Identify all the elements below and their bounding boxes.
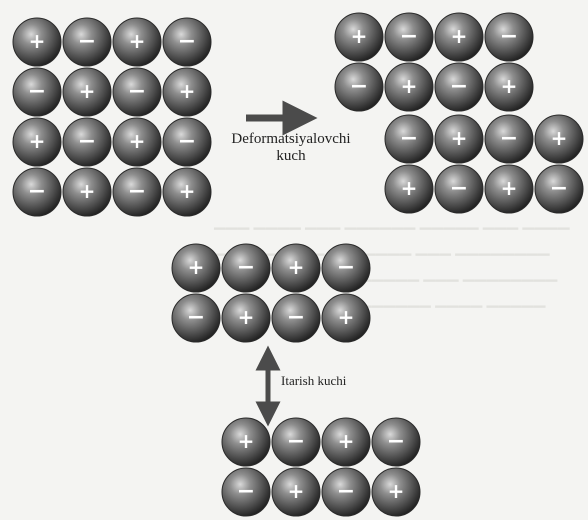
- plus-sign: +: [338, 305, 355, 329]
- lattice-shifted-bottom-half: − + − + + − + −: [385, 115, 583, 213]
- minus-sign: −: [500, 24, 518, 49]
- lattice-lower-bottom: + − + − − + − +: [222, 418, 420, 516]
- minus-sign: −: [237, 255, 255, 280]
- plus-sign: +: [129, 129, 146, 153]
- plus-sign: +: [29, 29, 46, 53]
- plus-sign: +: [451, 24, 468, 48]
- deform-force-label: Deformatsiyalovchi kuch: [218, 131, 364, 165]
- plus-sign: +: [338, 429, 355, 453]
- plus-sign: +: [179, 179, 196, 203]
- minus-sign: −: [187, 305, 205, 330]
- minus-sign: −: [178, 129, 196, 154]
- plus-sign: +: [238, 429, 255, 453]
- minus-sign: −: [400, 24, 418, 49]
- plus-sign: +: [79, 179, 96, 203]
- lattice-lower-top: + − + − − + − +: [172, 244, 370, 342]
- minus-sign: −: [78, 129, 96, 154]
- plus-sign: +: [238, 305, 255, 329]
- minus-sign: −: [337, 479, 355, 504]
- plus-sign: +: [129, 29, 146, 53]
- minus-sign: −: [287, 429, 305, 454]
- minus-sign: −: [350, 74, 368, 99]
- minus-sign: −: [500, 126, 518, 151]
- plus-sign: +: [501, 74, 518, 98]
- repulse-label: Itarish kuchi: [281, 373, 346, 388]
- minus-sign: −: [287, 305, 305, 330]
- minus-sign: −: [128, 179, 146, 204]
- plus-sign: +: [288, 479, 305, 503]
- plus-sign: +: [179, 79, 196, 103]
- lattice-shifted-top-half: + − + − − + − +: [335, 13, 533, 111]
- plus-sign: +: [551, 126, 568, 150]
- minus-sign: −: [337, 255, 355, 280]
- plus-sign: +: [501, 176, 518, 200]
- minus-sign: −: [400, 126, 418, 151]
- plus-sign: +: [188, 255, 205, 279]
- minus-sign: −: [28, 179, 46, 204]
- repulse-force-label: Itarish kuchi: [281, 372, 391, 389]
- plus-sign: +: [29, 129, 46, 153]
- minus-sign: −: [237, 479, 255, 504]
- plus-sign: +: [401, 176, 418, 200]
- deform-label-line1: Deformatsiyalovchi: [218, 131, 364, 148]
- plus-sign: +: [388, 479, 405, 503]
- deform-label-line2: kuch: [218, 148, 364, 165]
- plus-sign: +: [351, 24, 368, 48]
- minus-sign: −: [387, 429, 405, 454]
- plus-sign: +: [288, 255, 305, 279]
- minus-sign: −: [128, 79, 146, 104]
- minus-sign: −: [450, 176, 468, 201]
- minus-sign: −: [550, 176, 568, 201]
- minus-sign: −: [178, 29, 196, 54]
- minus-sign: −: [450, 74, 468, 99]
- plus-sign: +: [401, 74, 418, 98]
- lattice-original: + − + − − + − + + − + − − + − +: [13, 18, 211, 216]
- plus-sign: +: [79, 79, 96, 103]
- minus-sign: −: [78, 29, 96, 54]
- minus-sign: −: [28, 79, 46, 104]
- plus-sign: +: [451, 126, 468, 150]
